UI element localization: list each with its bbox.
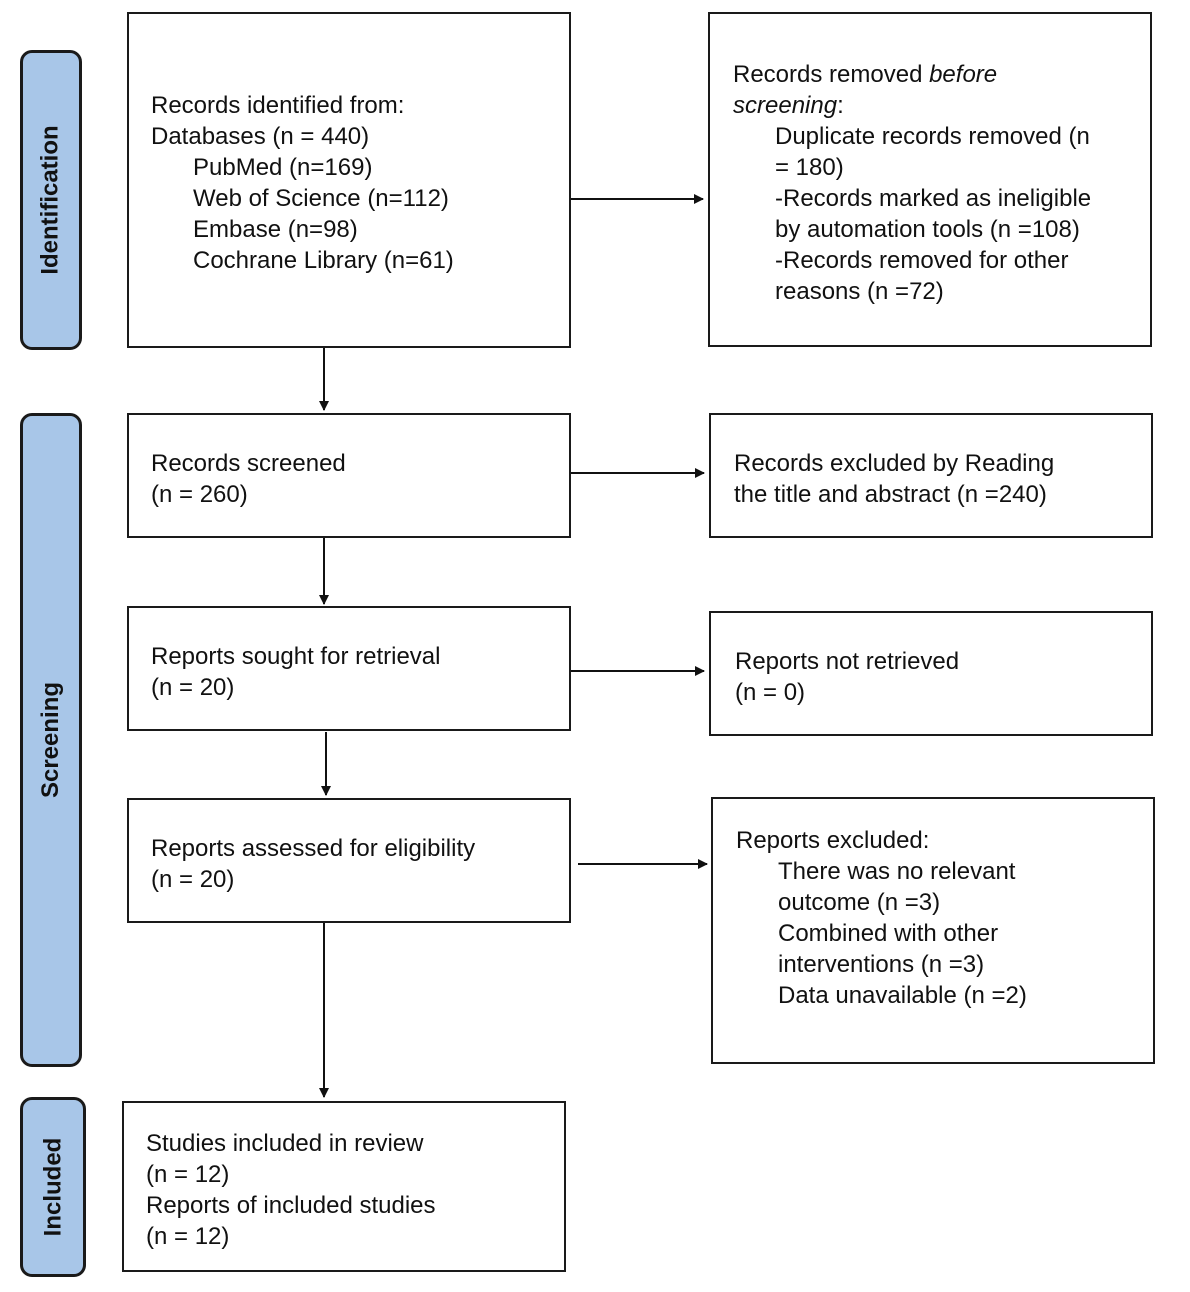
removed-heading-line1: Records removed before <box>733 59 1150 90</box>
removed-heading-colon: : <box>837 92 844 119</box>
reports-excluded-r2-2: interventions (n =3) <box>778 951 985 978</box>
screened-count: (n = 260) <box>151 481 248 508</box>
included-studies: Studies included in review <box>146 1130 424 1157</box>
reports-excluded-r3: Data unavailable (n =2) <box>778 982 1027 1009</box>
records-identified-box: Records identified from: Databases (n = … <box>127 12 571 348</box>
assessed-label: Reports assessed for eligibility <box>151 835 476 862</box>
removed-heading-line2: screening: <box>733 90 1150 121</box>
removed-automation-1: -Records marked as ineligible <box>775 185 1092 212</box>
identified-embase: Embase (n=98) <box>193 216 358 243</box>
removed-other-2: reasons (n =72) <box>775 278 944 305</box>
identified-databases: Databases (n = 440) <box>151 123 370 150</box>
identified-pubmed: PubMed (n=169) <box>193 154 373 181</box>
removed-other-1: -Records removed for other <box>775 247 1069 274</box>
included-studies-count: (n = 12) <box>146 1161 230 1188</box>
identified-heading: Records identified from: <box>151 92 405 119</box>
records-removed-box: Records removed before screening: Duplic… <box>708 12 1152 347</box>
reports-excluded-r1-1: There was no relevant <box>778 858 1016 885</box>
included-reports-count: (n = 12) <box>146 1223 230 1250</box>
reports-excluded-heading: Reports excluded: <box>736 827 930 854</box>
excluded-title-line1: Records excluded by Reading <box>734 450 1055 477</box>
identified-cochrane: Cochrane Library (n=61) <box>193 247 454 274</box>
records-screened-box: Records screened (n = 260) <box>127 413 571 538</box>
sought-count: (n = 20) <box>151 674 235 701</box>
removed-heading-before: before <box>929 61 998 88</box>
removed-duplicates-1: Duplicate records removed (n <box>775 123 1090 150</box>
assessed-count: (n = 20) <box>151 866 235 893</box>
removed-automation-2: by automation tools (n =108) <box>775 216 1080 243</box>
not-retrieved-label: Reports not retrieved <box>735 648 960 675</box>
reports-excluded-r1-2: outcome (n =3) <box>778 889 941 916</box>
reports-not-retrieved-box: Reports not retrieved (n = 0) <box>709 611 1153 736</box>
screened-label: Records screened <box>151 450 346 477</box>
excluded-title-line2: the title and abstract (n =240) <box>734 481 1047 508</box>
removed-heading-screening: screening <box>733 92 838 119</box>
removed-duplicates-2: = 180) <box>775 154 844 181</box>
reports-assessed-box: Reports assessed for eligibility (n = 20… <box>127 798 571 923</box>
removed-heading-text: Records removed <box>733 61 930 88</box>
reports-sought-box: Reports sought for retrieval (n = 20) <box>127 606 571 731</box>
studies-included-box: Studies included in review (n = 12) Repo… <box>122 1101 566 1272</box>
included-reports: Reports of included studies <box>146 1192 436 1219</box>
reports-excluded-box: Reports excluded: There was no relevant … <box>711 797 1155 1064</box>
not-retrieved-count: (n = 0) <box>735 679 806 706</box>
phase-screening: Screening <box>20 413 82 1067</box>
phase-identification: Identification <box>20 50 82 350</box>
phase-included: Included <box>20 1097 86 1277</box>
reports-excluded-r2-1: Combined with other <box>778 920 999 947</box>
identified-wos: Web of Science (n=112) <box>193 185 449 212</box>
sought-label: Reports sought for retrieval <box>151 643 441 670</box>
records-excluded-box: Records excluded by Reading the title an… <box>709 413 1153 538</box>
